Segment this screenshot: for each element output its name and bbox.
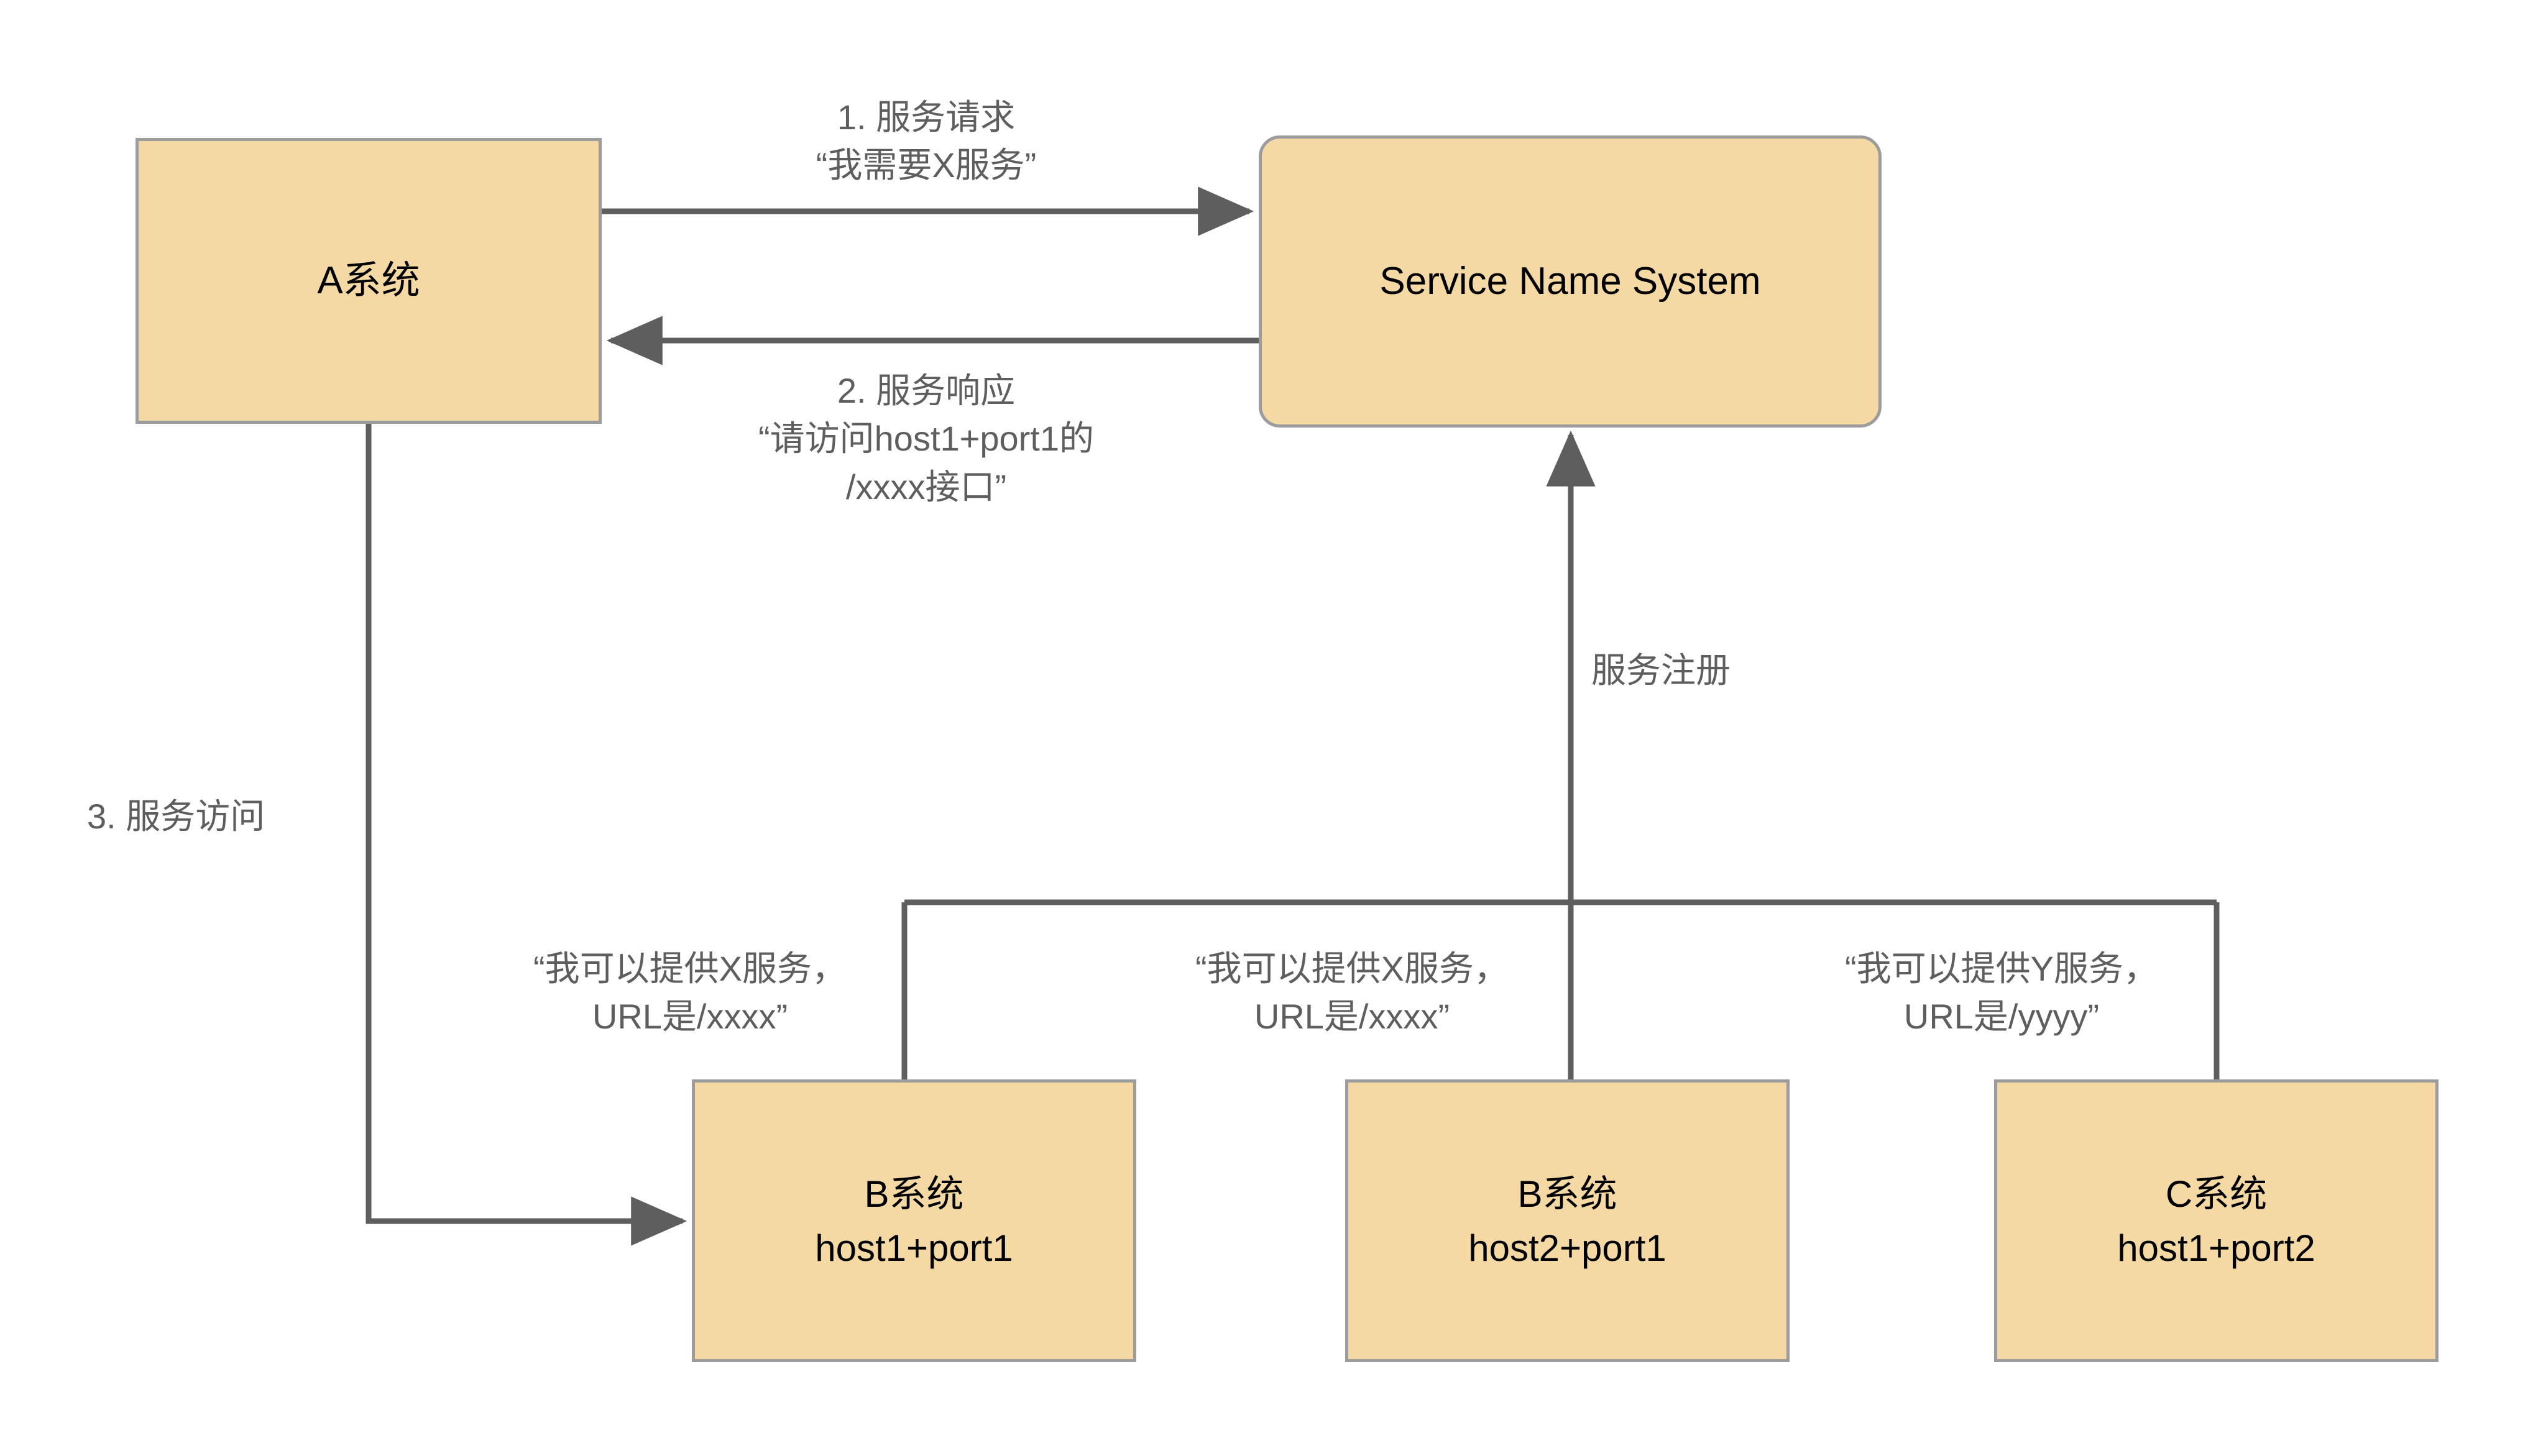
edge-label-register-c1-line1: “我可以提供Y服务，: [1845, 949, 2158, 988]
node-b-system-host2-port1[interactable]: B系统 host2+port1: [1345, 1079, 1790, 1362]
edge-label-service-response-quote-line2: /xxxx接口”: [845, 467, 1007, 506]
edge-service-access: [365, 424, 687, 1246]
edge-label-service-request: 1. 服务请求 “我需要X服务”: [678, 93, 1175, 190]
edge-label-register-b-system-host2-port1: “我可以提供X服务， URL是/xxxx”: [1134, 945, 1570, 1041]
edge-label-service-response: 2. 服务响应 “请访问host1+port1的 /xxxx接口”: [653, 367, 1200, 511]
node-b-system-host1-port1-address: host1+port1: [815, 1227, 1013, 1269]
edge-label-register-b-system-host1-port1: “我可以提供X服务， URL是/xxxx”: [472, 945, 908, 1041]
edge-label-register-b2-line2: URL是/xxxx”: [1254, 997, 1450, 1037]
edge-label-service-registration: 服务注册: [1591, 646, 1827, 694]
node-service-name-system-label: Service Name System: [1379, 260, 1761, 303]
edge-label-register-c1-line2: URL是/yyyy”: [1903, 997, 2100, 1037]
node-service-name-system[interactable]: Service Name System: [1259, 135, 1882, 428]
node-a-system-label: A系统: [317, 259, 420, 303]
edge-label-service-registration-title: 服务注册: [1591, 651, 1731, 690]
edge-label-register-b1-line1: “我可以提供X服务，: [533, 949, 847, 988]
node-b-system-host1-port1[interactable]: B系统 host1+port1: [692, 1079, 1136, 1362]
edge-label-service-response-quote-line1: “请访问host1+port1的: [758, 419, 1094, 459]
node-b-system-host2-port1-name: B系统: [1517, 1173, 1617, 1215]
edge-label-service-access: 3. 服务访问: [87, 792, 373, 840]
node-b-system-host1-port1-name: B系统: [864, 1173, 964, 1215]
node-b-system-host2-port1-address: host2+port1: [1468, 1227, 1666, 1269]
node-c-system-host1-port2[interactable]: C系统 host1+port2: [1994, 1079, 2439, 1362]
node-a-system[interactable]: A系统: [136, 138, 602, 424]
edge-label-service-access-title: 3. 服务访问: [87, 797, 265, 836]
node-c-system-host1-port2-address: host1+port2: [2117, 1227, 2315, 1269]
edge-label-register-b1-line2: URL是/xxxx”: [592, 997, 788, 1037]
edge-label-register-c-system-host1-port2: “我可以提供Y服务， URL是/yyyy”: [1784, 945, 2219, 1041]
node-c-system-host1-port2-name: C系统: [2165, 1173, 2268, 1215]
edge-label-service-response-title: 2. 服务响应: [837, 371, 1016, 410]
edge-label-service-request-title: 1. 服务请求: [837, 98, 1016, 137]
edge-label-register-b2-line1: “我可以提供X服务，: [1195, 949, 1509, 988]
edge-label-service-request-quote: “我需要X服务”: [816, 145, 1037, 185]
